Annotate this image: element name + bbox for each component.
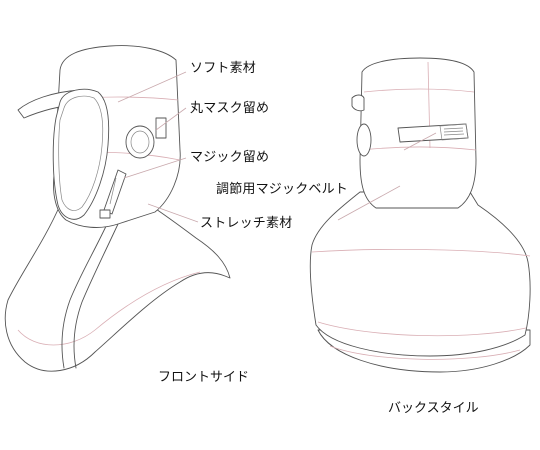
leader-adjust-belt [403,132,437,151]
caption-front: フロントサイド [158,370,250,385]
back-hood-drawing [309,57,531,373]
label-adjust-belt: 調節用マジックベルト [216,182,349,197]
leader-soft-material [117,71,187,103]
caption-back: バックスタイル [388,401,479,416]
front-mask-fastener [125,125,155,159]
label-soft-material: ソフト素材 [190,61,257,76]
back-mask-fastener [356,123,372,157]
front-cape [4,204,231,372]
label-round-mask: 丸マスク留め [190,101,270,116]
leader-lines [117,71,437,223]
leader-round-mask [155,107,187,131]
label-stretch-material: ストレッチ素材 [200,216,293,231]
front-hood-drawing [4,45,231,372]
front-magic-fastener [103,169,127,215]
leader-stretch-right [337,185,401,221]
label-magic-fastener: マジック留め [190,150,270,165]
back-cape [309,191,531,357]
leader-magic-fastener [123,157,187,179]
front-face-opening [52,88,110,220]
leader-stretch-left [147,203,199,223]
